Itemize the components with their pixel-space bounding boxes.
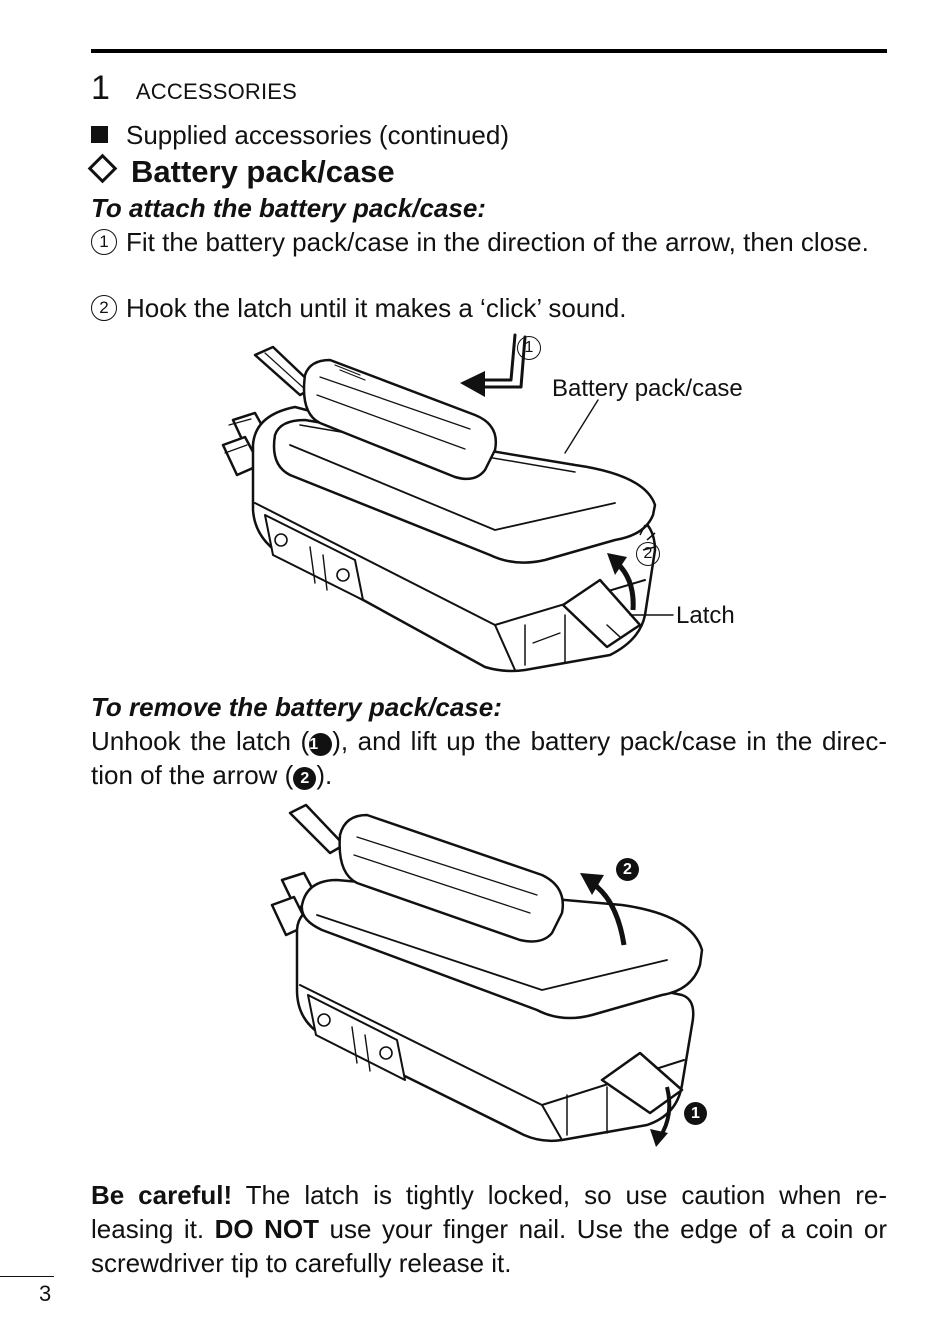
chapter-number: 1 (91, 69, 110, 107)
remove-heading: To remove the battery pack/case: (91, 692, 502, 722)
figure2-marker-1: 1 (684, 1102, 707, 1125)
step-number-circle: 1 (91, 229, 117, 255)
subsection-title: Battery pack/case (131, 154, 395, 189)
attach-battery-illustration (221, 333, 674, 673)
battery-pack-callout: Battery pack/case (552, 375, 743, 402)
section-title: Supplied accessories (continued) (126, 120, 509, 150)
figure1-step1-marker: 1 (517, 336, 541, 360)
figure2-marker-2: 2 (616, 858, 639, 881)
caution-emphasis: Be careful! (91, 1180, 233, 1210)
figure1-step2-marker: 2 (636, 542, 660, 566)
caution-line-3: screwdriver tip to carefully release it. (91, 1248, 512, 1278)
attach-step-1-text: Fit the battery pack/case in the directi… (126, 227, 869, 257)
step-number-circle: 2 (91, 295, 117, 321)
attach-heading: To attach the battery pack/case: (91, 193, 486, 223)
attach-step-1: 1 Fit the battery pack/case in the direc… (91, 225, 887, 259)
remove-battery-illustration (270, 803, 704, 1147)
attach-step-2-text: Hook the latch until it makes a ‘click’ … (126, 293, 627, 323)
caution-line-2: leasing it. DO NOT use your finger nail.… (91, 1214, 887, 1244)
diamond-outline-icon (87, 153, 118, 184)
chapter-header: 1 ACCESSORIES (91, 68, 297, 108)
latch-callout: Latch (676, 602, 735, 629)
page-number: 3 (39, 1281, 52, 1306)
caution-line-1: Be careful! The latch is tightly locked,… (91, 1180, 887, 1210)
remove-instruction-line-1: Unhook the latch (1), and lift up the ba… (91, 726, 887, 756)
chapter-title: ACCESSORIES (135, 79, 298, 104)
section-heading: Supplied accessories (continued) (91, 118, 509, 152)
square-bullet-icon (91, 126, 108, 143)
attach-step-2: 2 Hook the latch until it makes a ‘click… (91, 291, 887, 325)
top-rule (91, 49, 887, 53)
marker-2-icon: 2 (293, 767, 317, 790)
footer-rule (0, 1276, 54, 1277)
marker-1-icon: 1 (309, 733, 333, 756)
remove-instruction-line-2: tion of the arrow (2). (91, 760, 333, 790)
do-not-emphasis: DO NOT (214, 1214, 320, 1244)
subsection-heading: Battery pack/case (86, 153, 395, 189)
